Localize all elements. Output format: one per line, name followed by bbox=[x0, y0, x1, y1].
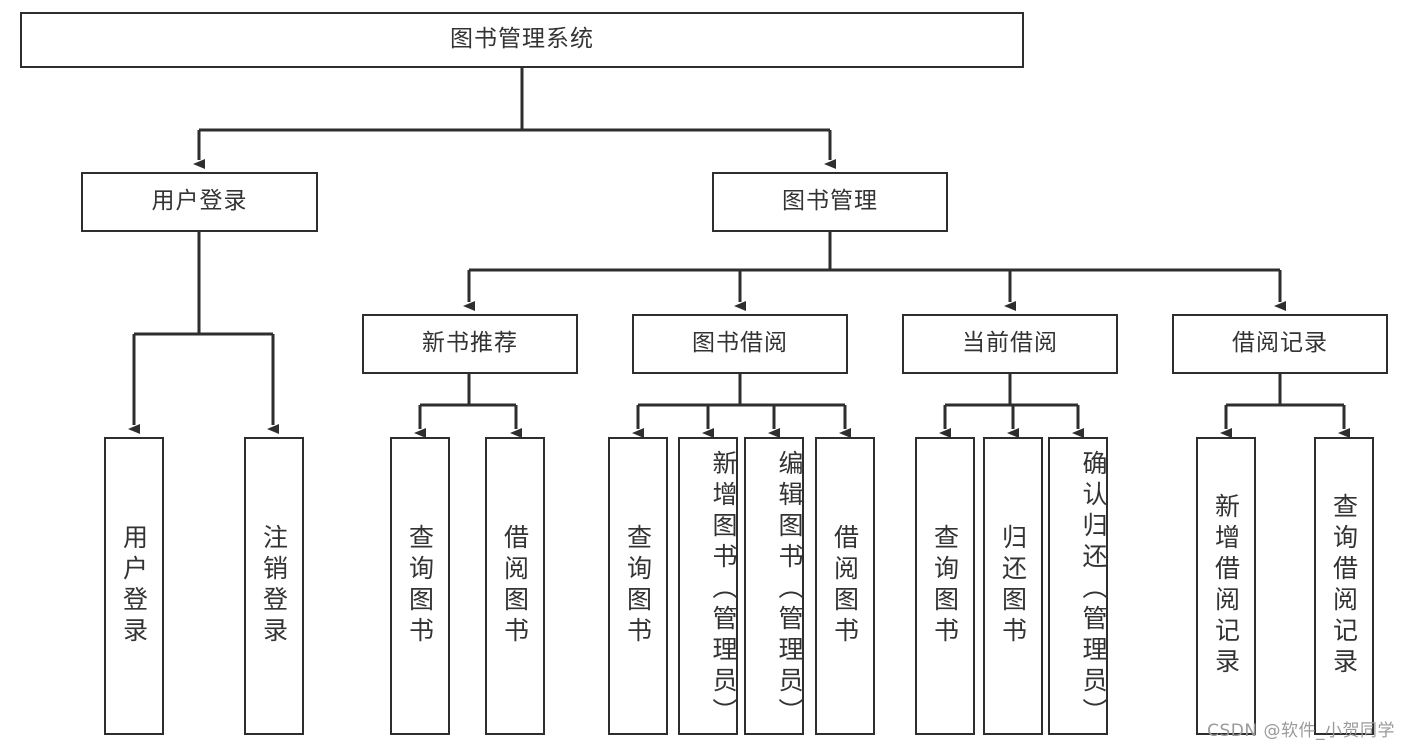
node-leaf-query-borrow-record-label: 查询借阅记录 bbox=[1329, 493, 1359, 679]
node-leaf-add-borrow-record[interactable]: 新增借阅记录 bbox=[1196, 437, 1256, 735]
node-book-borrow[interactable]: 图书借阅 bbox=[632, 314, 848, 374]
node-leaf-borrow-book-label: 借阅图书 bbox=[830, 524, 860, 648]
node-leaf-query-book-recommend[interactable]: 查询图书 bbox=[390, 437, 450, 735]
node-book-borrow-label: 图书借阅 bbox=[692, 330, 788, 357]
node-root-system[interactable]: 图书管理系统 bbox=[20, 12, 1024, 68]
node-leaf-user-login[interactable]: 用户登录 bbox=[104, 437, 164, 735]
node-leaf-return-book[interactable]: 归还图书 bbox=[983, 437, 1043, 735]
node-new-book-recommend[interactable]: 新书推荐 bbox=[362, 314, 578, 374]
node-leaf-edit-book-admin-label: 编辑图书（管理员） bbox=[775, 449, 804, 729]
node-leaf-query-book-current[interactable]: 查询图书 bbox=[915, 437, 975, 735]
node-leaf-logout[interactable]: 注销登录 bbox=[244, 437, 304, 735]
node-leaf-query-book-current-label: 查询图书 bbox=[930, 524, 960, 648]
node-user-login-label: 用户登录 bbox=[151, 188, 248, 215]
node-new-book-recommend-label: 新书推荐 bbox=[422, 330, 518, 357]
node-borrow-record[interactable]: 借阅记录 bbox=[1172, 314, 1388, 374]
node-leaf-query-borrow-record[interactable]: 查询借阅记录 bbox=[1314, 437, 1374, 735]
node-leaf-add-book-admin[interactable]: 新增图书（管理员） bbox=[678, 437, 738, 735]
node-root-system-label: 图书管理系统 bbox=[450, 26, 594, 53]
node-leaf-borrow-book-recommend-label: 借阅图书 bbox=[500, 524, 530, 648]
node-leaf-borrow-book-recommend[interactable]: 借阅图书 bbox=[485, 437, 545, 735]
node-borrow-record-label: 借阅记录 bbox=[1232, 330, 1328, 357]
node-user-login[interactable]: 用户登录 bbox=[81, 172, 318, 232]
node-leaf-return-book-label: 归还图书 bbox=[998, 524, 1028, 648]
node-leaf-query-book-borrow[interactable]: 查询图书 bbox=[608, 437, 668, 735]
node-leaf-logout-label: 注销登录 bbox=[259, 524, 289, 648]
node-leaf-add-borrow-record-label: 新增借阅记录 bbox=[1211, 493, 1241, 679]
node-current-borrow[interactable]: 当前借阅 bbox=[902, 314, 1118, 374]
node-leaf-query-book-recommend-label: 查询图书 bbox=[405, 524, 435, 648]
node-book-management[interactable]: 图书管理 bbox=[712, 172, 948, 232]
node-book-management-label: 图书管理 bbox=[782, 188, 878, 215]
node-leaf-confirm-return-admin[interactable]: 确认归还（管理员） bbox=[1048, 437, 1108, 735]
node-current-borrow-label: 当前借阅 bbox=[962, 330, 1058, 357]
node-leaf-edit-book-admin[interactable]: 编辑图书（管理员） bbox=[744, 437, 804, 735]
node-leaf-user-login-label: 用户登录 bbox=[119, 524, 149, 648]
node-leaf-borrow-book[interactable]: 借阅图书 bbox=[815, 437, 875, 735]
node-leaf-confirm-return-admin-label: 确认归还（管理员） bbox=[1079, 449, 1108, 729]
node-leaf-add-book-admin-label: 新增图书（管理员） bbox=[709, 449, 738, 729]
watermark-text: CSDN @软件_小贺同学 bbox=[1207, 721, 1395, 741]
node-leaf-query-book-borrow-label: 查询图书 bbox=[623, 524, 653, 648]
